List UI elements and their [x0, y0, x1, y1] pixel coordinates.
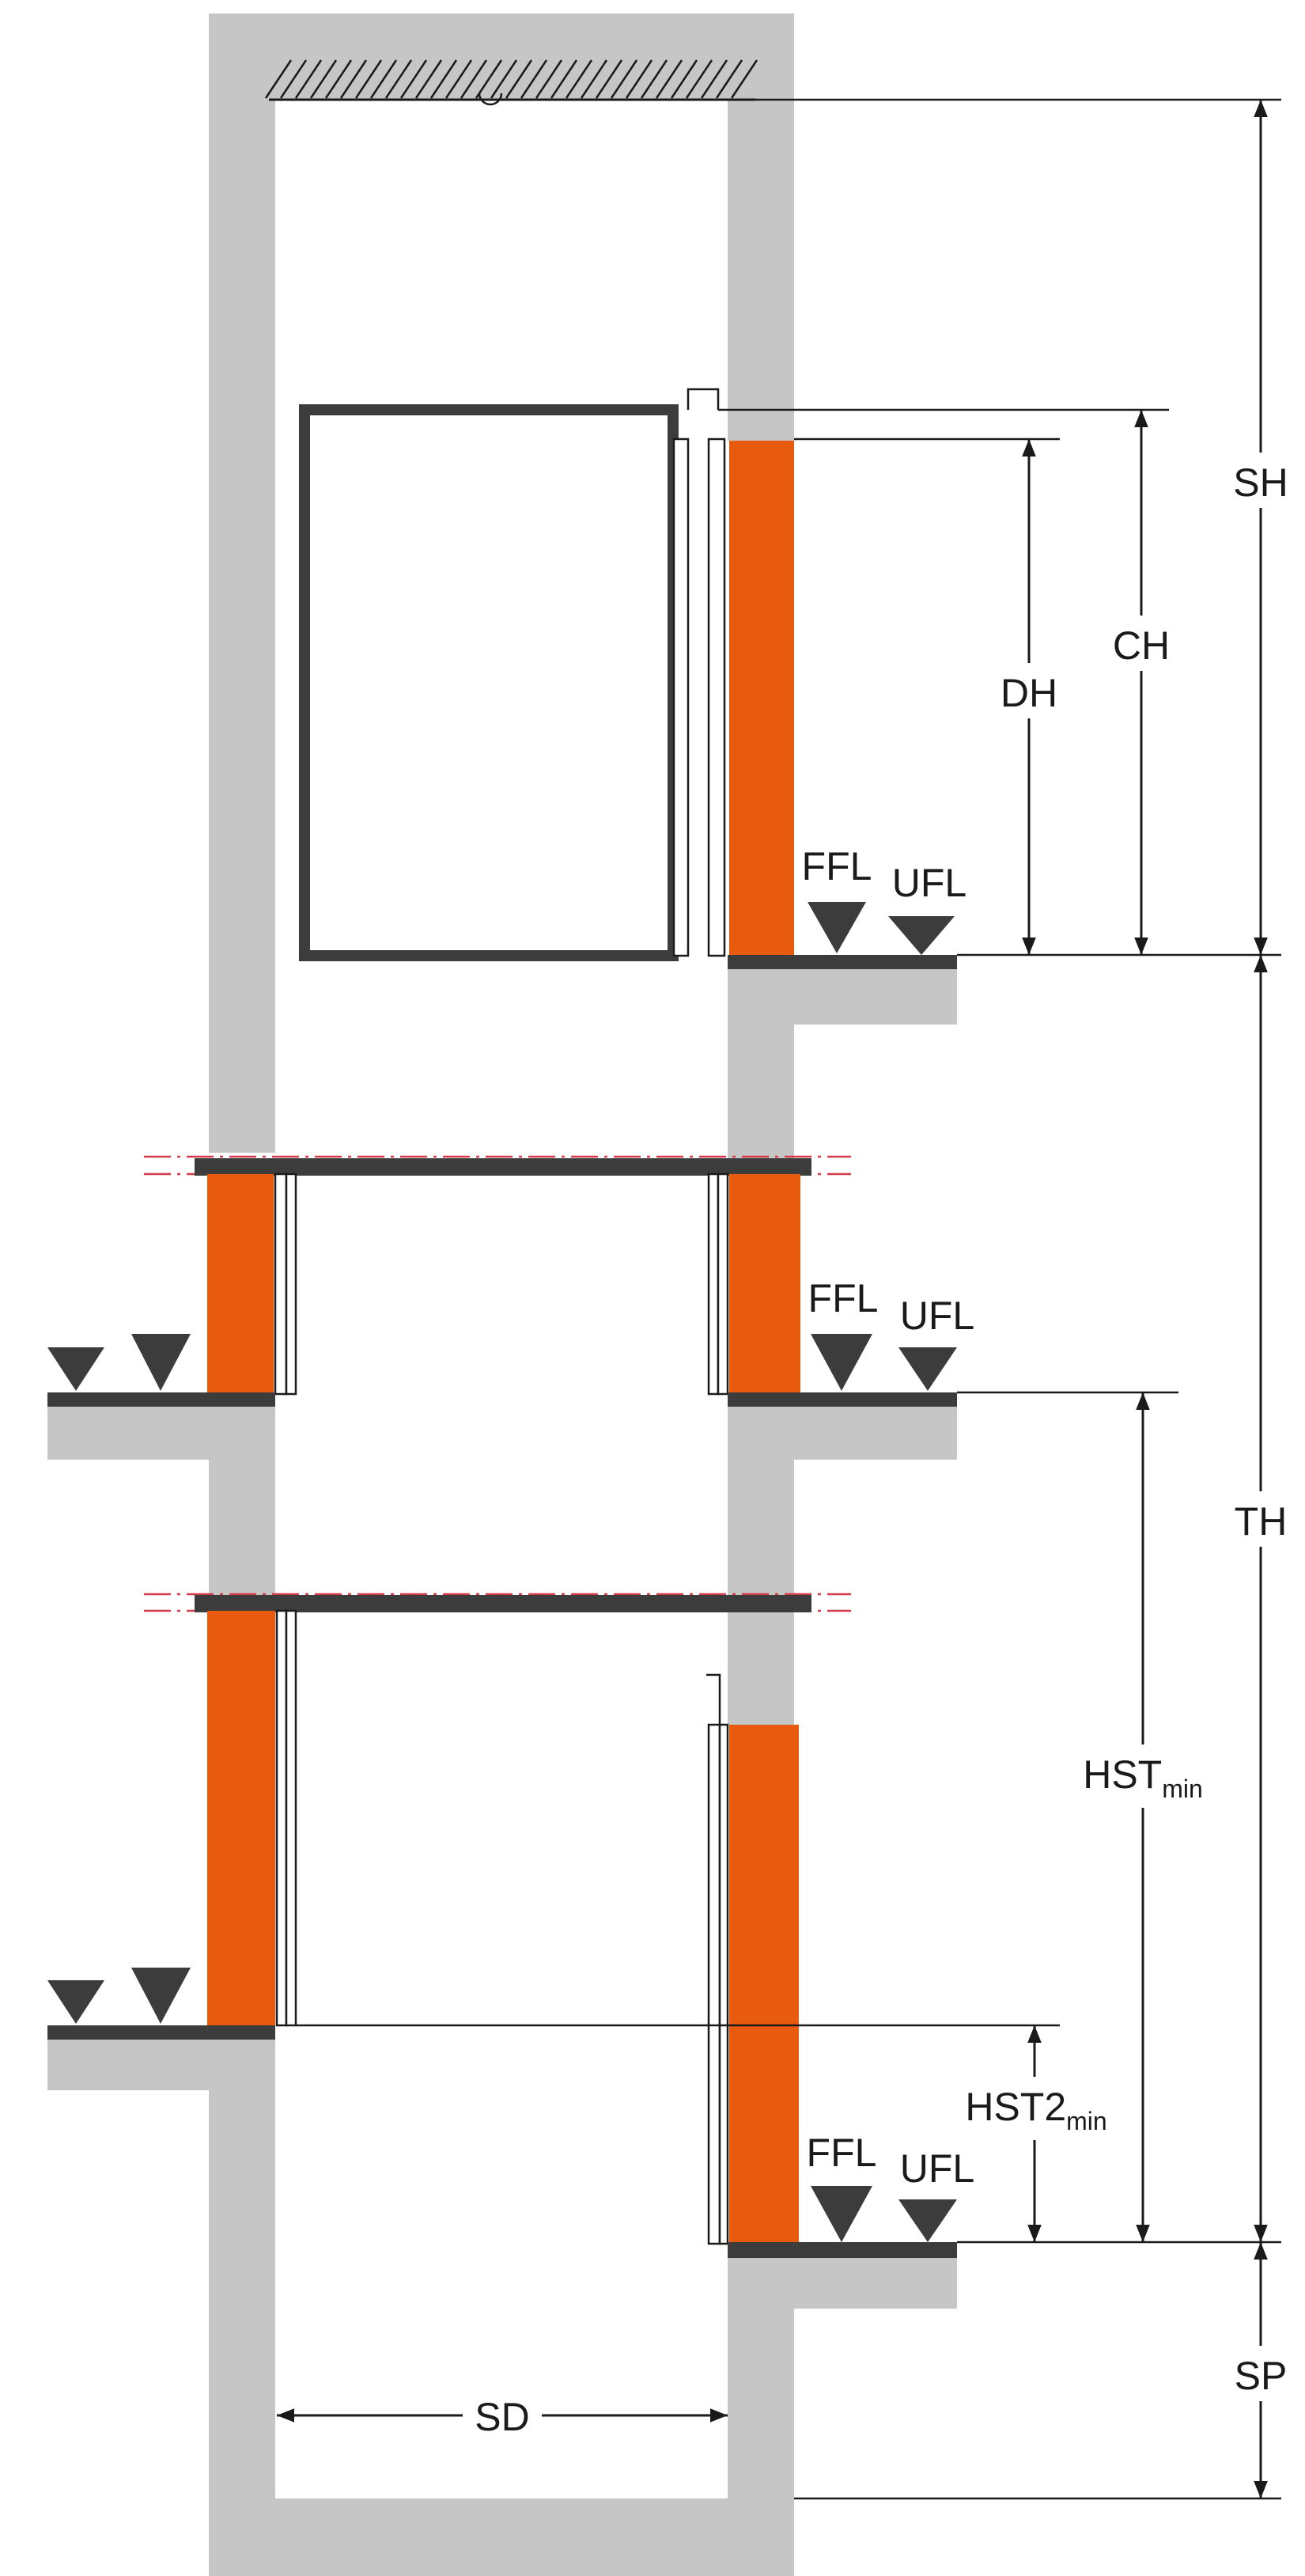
ufl-label-mid: UFL [900, 1294, 974, 1338]
sh-label: SH [1233, 460, 1288, 505]
car-door-panels [672, 388, 726, 957]
hatch-line [535, 59, 563, 99]
landing-slab-low-left [47, 2030, 275, 2090]
hst-label-main: HST [1083, 1752, 1162, 1797]
hatch-line [429, 59, 458, 99]
shaft-pit-floor [209, 2498, 794, 2576]
hatch-line [490, 59, 518, 99]
landing-sill-bottom-right [728, 2242, 957, 2258]
hatch-line [324, 59, 353, 99]
hatch-line [264, 59, 293, 99]
landing-slab-top-right [728, 961, 957, 1025]
hatch-line [369, 59, 398, 99]
hatch-line [399, 59, 428, 99]
hatch-line [384, 59, 413, 99]
landing-slab-mid-right [728, 1399, 957, 1460]
shaft-top-slab [209, 13, 794, 100]
marker-mid-left-2 [131, 1334, 191, 1391]
hatch-line [550, 59, 578, 99]
landing-slab-mid-left [47, 1399, 275, 1460]
ffl-label-bottom: FFL [807, 2131, 877, 2175]
hst2-label: HST2min [965, 2085, 1106, 2135]
shaft-right-wall-mid2 [728, 1460, 794, 1725]
hatch-line [700, 59, 728, 99]
hst2-label-sub: min [1066, 2107, 1107, 2135]
landing-slabs [47, 961, 957, 2309]
ffl-marker-mid [811, 1334, 872, 1391]
marker-low-left-2 [131, 1968, 191, 2024]
hatch-line [640, 59, 668, 99]
landing-door-low-right [729, 1725, 799, 2244]
landing-door-mid-left [207, 1174, 274, 1394]
ceiling-hatch [264, 59, 758, 106]
door-panels-low-right [706, 1673, 729, 2245]
hatch-line [655, 59, 683, 99]
ffl-marker-top [808, 902, 866, 953]
hatch-line [580, 59, 608, 99]
hatch-line [610, 59, 638, 99]
ufl-marker-bottom [898, 2199, 957, 2242]
th-label: TH [1235, 1499, 1288, 1544]
landing-sill-mid-left [47, 1392, 275, 1407]
ufl-marker-mid [898, 1347, 957, 1391]
shaft-walls [209, 13, 794, 2576]
hatch-line [520, 59, 548, 99]
landing-sill-top [728, 955, 957, 969]
landing-door-mid-right [729, 1174, 800, 1394]
hatch-line [339, 59, 368, 99]
landing-sill-mid-right [728, 1392, 957, 1407]
hatch-line [309, 59, 338, 99]
dh-label: DH [1000, 671, 1057, 715]
floor-level-markers [47, 902, 957, 2242]
landing-slab-bottom-right [728, 2252, 957, 2309]
sd-label: SD [475, 2395, 529, 2439]
hatch-line [444, 59, 473, 99]
hatch-line [414, 59, 443, 99]
hatch-line [294, 59, 323, 99]
hst-label-sub: min [1162, 1775, 1203, 1803]
label-backgrounds [463, 453, 1305, 2440]
door-panels-low-left [275, 1609, 297, 2027]
landing-sill-low-left [47, 2025, 275, 2040]
shaft-left-wall-lower [209, 2089, 275, 2576]
ffl-marker-bottom [811, 2186, 872, 2242]
hatch-line [730, 59, 758, 99]
ffl-label-top: FFL [802, 844, 872, 888]
hatch-line [565, 59, 593, 99]
hst2-label-main: HST2 [965, 2085, 1066, 2129]
marker-low-left-1 [47, 1980, 104, 2024]
hatch-line [505, 59, 533, 99]
ufl-label-bottom: UFL [900, 2146, 974, 2191]
car-floor-low [144, 1593, 851, 1612]
landing-door-top [729, 441, 794, 957]
hatch-line [475, 59, 503, 99]
shaft-right-wall-mid1 [728, 1025, 794, 1165]
elevator-car [299, 404, 679, 961]
hatch-line [625, 59, 653, 99]
car-floor-mid [144, 1155, 851, 1176]
labels: SH TH SP CH DH HSTmin HST2min SD FFL UFL… [475, 460, 1288, 2439]
ch-label: CH [1113, 623, 1170, 668]
door-panels-mid-left [274, 1172, 297, 1396]
hatch-line [595, 59, 623, 99]
sp-label: SP [1235, 2354, 1288, 2398]
hst-label: HSTmin [1083, 1752, 1203, 1803]
shaft-left-wall-mid [209, 1456, 275, 1598]
shaft-right-wall-top [728, 13, 794, 441]
ufl-label-top: UFL [892, 861, 966, 905]
hatch-line [715, 59, 743, 99]
door-panels-mid-right [707, 1172, 729, 1396]
hatch-line [354, 59, 383, 99]
hatch-line [460, 59, 488, 99]
hatch-line [670, 59, 698, 99]
hatch-line [279, 59, 308, 99]
marker-mid-left-1 [47, 1347, 104, 1391]
extension-lines [296, 98, 1281, 2500]
ffl-label-mid: FFL [808, 1276, 879, 1320]
ufl-marker-top [888, 916, 955, 955]
shaft-left-wall-upper [209, 13, 275, 1153]
hatch-line [685, 59, 713, 99]
landing-door-low-left [207, 1611, 275, 2025]
